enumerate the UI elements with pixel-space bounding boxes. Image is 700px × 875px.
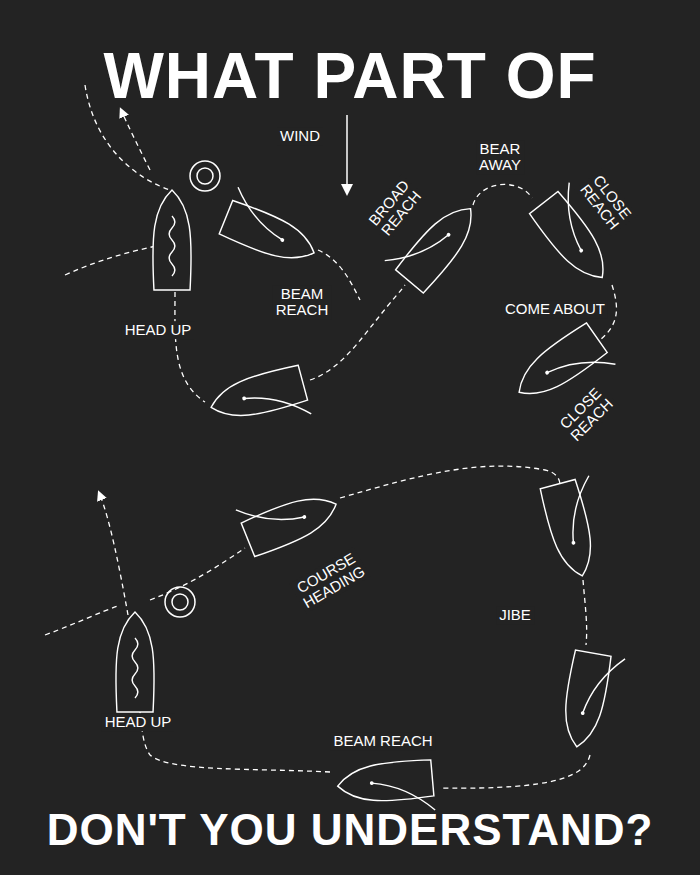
boat: [219, 187, 326, 270]
poster-caption: DON'T YOU UNDERSTAND?: [47, 805, 654, 855]
boat: [236, 474, 343, 557]
maneuver-label: COURSE HEADING: [289, 547, 370, 613]
maneuver-label: BROAD REACH: [363, 175, 427, 242]
maneuver-label: HEAD UP: [122, 321, 195, 339]
boat: [206, 364, 311, 438]
maneuver-label: JIBE: [496, 606, 534, 624]
maneuver-label: COME ABOUT: [502, 300, 608, 318]
boat: [558, 650, 625, 752]
maneuver-label: CLOSE REACH: [553, 381, 618, 446]
boat: [539, 476, 613, 581]
maneuver-label: WIND: [277, 127, 323, 145]
boat: [116, 612, 154, 712]
boat: [153, 190, 191, 290]
maneuver-label: BEAM REACH: [273, 285, 332, 319]
wind-arrow: [346, 115, 348, 190]
poster-title: WHAT PART OF: [103, 39, 596, 113]
course-path: [45, 85, 616, 788]
maneuver-label: BEAR AWAY: [476, 140, 524, 174]
maneuver-label: HEAD UP: [102, 713, 175, 731]
maneuver-label: BEAM REACH: [330, 732, 435, 750]
